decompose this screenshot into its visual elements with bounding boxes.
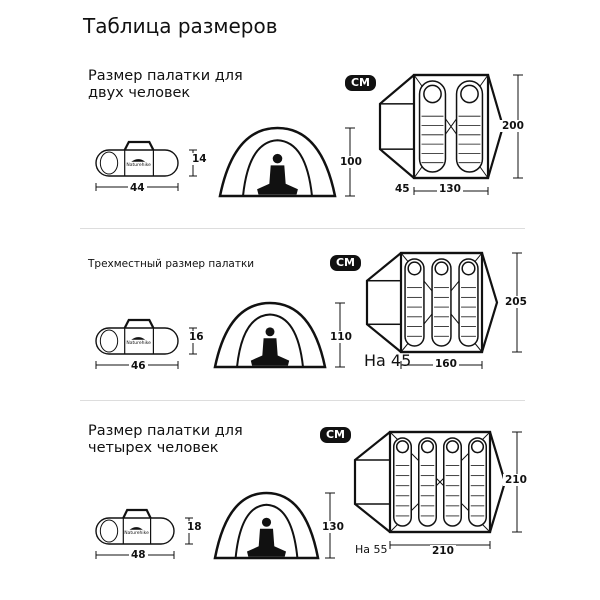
sleeping-bag-icon [443, 437, 462, 527]
tent-front-view [213, 301, 345, 369]
vestibule [354, 459, 391, 505]
bag-length-label: 48 [129, 549, 148, 561]
person-head [265, 327, 275, 337]
tent-door [234, 503, 299, 559]
section-4p-heading: Размер палатки для четырех человек [88, 423, 243, 457]
sleeping-bag-body [418, 437, 437, 527]
bag-height-label: 16 [187, 331, 206, 343]
sleeping-bag-icon [418, 437, 437, 527]
brand-logo [129, 527, 143, 530]
divider [80, 228, 525, 229]
vestibule-label: На 45 [364, 351, 412, 370]
sleeping-bag-body [455, 80, 484, 173]
heading-line: Размер палатки для [88, 423, 243, 439]
sleeping-bag-body [443, 437, 462, 527]
tent-door [242, 139, 313, 197]
floor-depth-label: 205 [503, 296, 529, 308]
person-body [247, 528, 286, 557]
tent-height-label: 130 [320, 521, 346, 533]
heading-line: двух человек [88, 85, 191, 101]
sleeping-bag-body [393, 437, 412, 527]
meditating-person-icon [250, 327, 290, 366]
sleeping-bag-hood [470, 440, 485, 454]
brand-logo-text: Naturehike [124, 530, 149, 536]
heading-line: четырех человек [88, 440, 219, 456]
person-head [261, 517, 272, 527]
person-body [257, 165, 298, 195]
bag-height-label: 14 [190, 153, 209, 165]
unit-badge: CM [320, 427, 351, 443]
tent-floor-plan [353, 430, 522, 549]
bag-handle [123, 140, 155, 151]
divider [80, 400, 525, 401]
unit-badge: CM [345, 75, 376, 91]
sleeping-bag-hood [445, 440, 460, 454]
section-3p-heading: Трехместный размер палатки [88, 256, 254, 273]
section-2p-heading: Размер палатки для двух человек [88, 68, 243, 102]
meditating-person-icon [247, 517, 286, 557]
floor-width-label: 130 [437, 183, 463, 195]
sleeping-bag-icon [458, 258, 479, 347]
floor-width-label: 210 [430, 545, 456, 557]
tent-height-label: 110 [328, 331, 354, 343]
heading-line: Размер палатки для [88, 68, 243, 84]
sleeping-bag-body [404, 258, 425, 347]
sleeping-bag-hood [407, 261, 422, 276]
sleeping-bag-icon [455, 80, 484, 173]
sleeping-bag-body [458, 258, 479, 347]
tent-front-view [218, 126, 355, 198]
sleeping-bag-icon [404, 258, 425, 347]
tent-floor-plan [365, 251, 522, 369]
sleeping-bag-hood [395, 440, 410, 454]
tent-floor-plan [378, 73, 523, 195]
tent-door [236, 313, 304, 368]
bag-handle [123, 318, 155, 329]
meditating-person-icon [257, 153, 298, 195]
page-title: Таблица размеров [83, 14, 278, 38]
brand-logo [131, 159, 146, 162]
floor-depth-label: 200 [500, 120, 526, 132]
sleeping-bag-icon [468, 437, 487, 527]
sleeping-bag-icon [393, 437, 412, 527]
sleeping-bag-hood [434, 261, 449, 276]
person-head [272, 153, 283, 164]
tent-front-view [213, 491, 335, 560]
sleeping-bag-body [431, 258, 452, 347]
unit-badge: CM [330, 255, 361, 271]
bag-height-label: 18 [185, 521, 204, 533]
brand-logo-text: Naturehike [126, 162, 151, 168]
vestibule-label: 45 [393, 183, 412, 195]
brand-logo [131, 337, 146, 340]
floor-depth-label: 210 [503, 474, 529, 486]
vestibule [366, 279, 402, 326]
bag-end [99, 519, 119, 543]
tent-bag-icon: Naturehike [95, 508, 193, 559]
tent-height-label: 100 [338, 156, 364, 168]
sleeping-bag-hood [423, 84, 442, 104]
sleeping-bag-body [418, 80, 447, 173]
tent-bag-icon: Naturehike [95, 318, 197, 369]
bag-handle [122, 508, 152, 519]
bag-end [99, 151, 119, 175]
bag-end [99, 329, 119, 353]
vestibule-label: На 55 [355, 543, 388, 556]
sleeping-bag-icon [418, 80, 447, 173]
heading-line: Трехместный размер палатки [88, 258, 255, 270]
sleeping-bag-hood [460, 84, 479, 104]
sleeping-bag-body [468, 437, 487, 527]
bag-length-label: 46 [129, 360, 148, 372]
bag-length-label: 44 [128, 182, 147, 194]
brand-logo-text: Naturehike [126, 340, 151, 346]
vestibule [379, 103, 415, 150]
sleeping-bag-hood [420, 440, 435, 454]
sleeping-bag-icon [431, 258, 452, 347]
person-body [250, 338, 290, 366]
sleeping-bag-hood [461, 261, 476, 276]
floor-width-label: 160 [433, 358, 459, 370]
